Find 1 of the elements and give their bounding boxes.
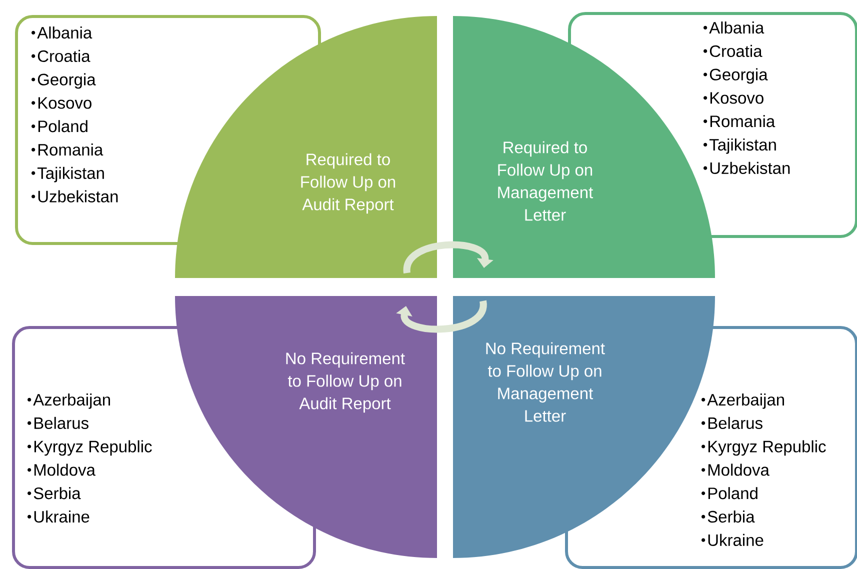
cycle-arrow [404,241,494,274]
